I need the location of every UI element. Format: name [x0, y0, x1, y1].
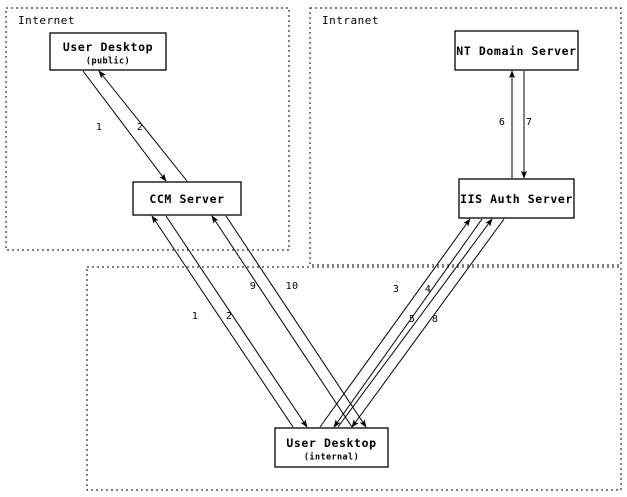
zone-label-internet: Internet	[18, 14, 75, 27]
zone-intranet: Intranet	[309, 7, 622, 266]
edge-label-2-public: 2	[137, 122, 143, 133]
edge-label-10: 10	[286, 281, 299, 292]
edge-label-1-internal: 1	[192, 311, 198, 322]
edge-label-7: 7	[526, 117, 532, 128]
node-subtitle-user-desktop-public: (public)	[86, 56, 130, 67]
node-user-desktop-public[interactable]: User Desktop (public)	[49, 32, 167, 71]
node-title-user-desktop-internal: User Desktop	[286, 436, 376, 450]
flow-arrow-flow-2-ccm-to-public	[98, 70, 188, 182]
node-title-iis-auth-server: IIS Auth Server	[460, 192, 573, 206]
flow-arrow-flow-10-ccm-to-internal	[225, 215, 367, 428]
edge-label-4: 4	[425, 284, 431, 295]
flow-arrow-flow-5-internal-to-iis	[337, 218, 493, 428]
node-title-user-desktop-public: User Desktop	[63, 40, 153, 54]
zone-border-intranet	[309, 7, 622, 266]
node-box-nt-domain-server[interactable]	[454, 30, 579, 71]
edge-label-8: 8	[432, 314, 438, 325]
node-ccm-server[interactable]: CCM Server	[132, 181, 242, 216]
edge-label-5: 5	[409, 314, 415, 325]
node-nt-domain-server[interactable]: NT Domain Server	[454, 30, 579, 71]
zone-internet: Internet	[5, 7, 290, 251]
node-boxes: User Desktop (public) CCM Server NT Domain …	[49, 30, 579, 468]
flow-arrow-flow-1-public-to-ccm	[82, 70, 167, 182]
node-user-desktop-internal[interactable]: User Desktop (internal)	[274, 427, 389, 468]
flow-arrow-flow-9-internal-to-ccm	[211, 215, 353, 428]
node-box-iis-auth-server[interactable]	[458, 178, 575, 219]
flow-arrow-flow-1-internal-to-ccm	[151, 215, 294, 428]
flow-arrows	[82, 70, 527, 428]
flow-arrow-flow-3-internal-to-iis	[319, 218, 471, 428]
node-box-user-desktop-internal[interactable]	[274, 427, 389, 468]
zone-border-internet	[5, 7, 290, 251]
edge-label-3: 3	[393, 284, 399, 295]
node-title-ccm-server: CCM Server	[149, 192, 224, 206]
edge-label-9: 9	[250, 281, 256, 292]
flow-arrow-flow-8-iis-to-internal	[351, 218, 505, 428]
edge-label-2-internal: 2	[226, 311, 232, 322]
edge-step-labels: 1 2 6 7 9 10 3 4 5 8 1 2	[96, 117, 532, 325]
node-iis-auth-server[interactable]: IIS Auth Server	[458, 178, 575, 219]
node-title-nt-domain-server: NT Domain Server	[456, 44, 576, 58]
flow-arrow-flow-4-iis-to-internal	[333, 218, 483, 428]
node-subtitle-user-desktop-internal: (internal)	[304, 452, 359, 463]
zone-label-intranet: Intranet	[322, 14, 379, 27]
edge-label-6: 6	[499, 117, 505, 128]
zone-boundaries: Internet Intranet	[5, 7, 622, 491]
edge-label-1-public: 1	[96, 122, 102, 133]
node-box-ccm-server[interactable]	[132, 181, 242, 216]
node-box-user-desktop-public[interactable]	[49, 32, 167, 71]
zone-border-internal-lan	[86, 266, 622, 491]
zone-internal-lan	[86, 266, 622, 491]
flow-arrow-flow-2-ccm-to-internal	[165, 215, 308, 428]
